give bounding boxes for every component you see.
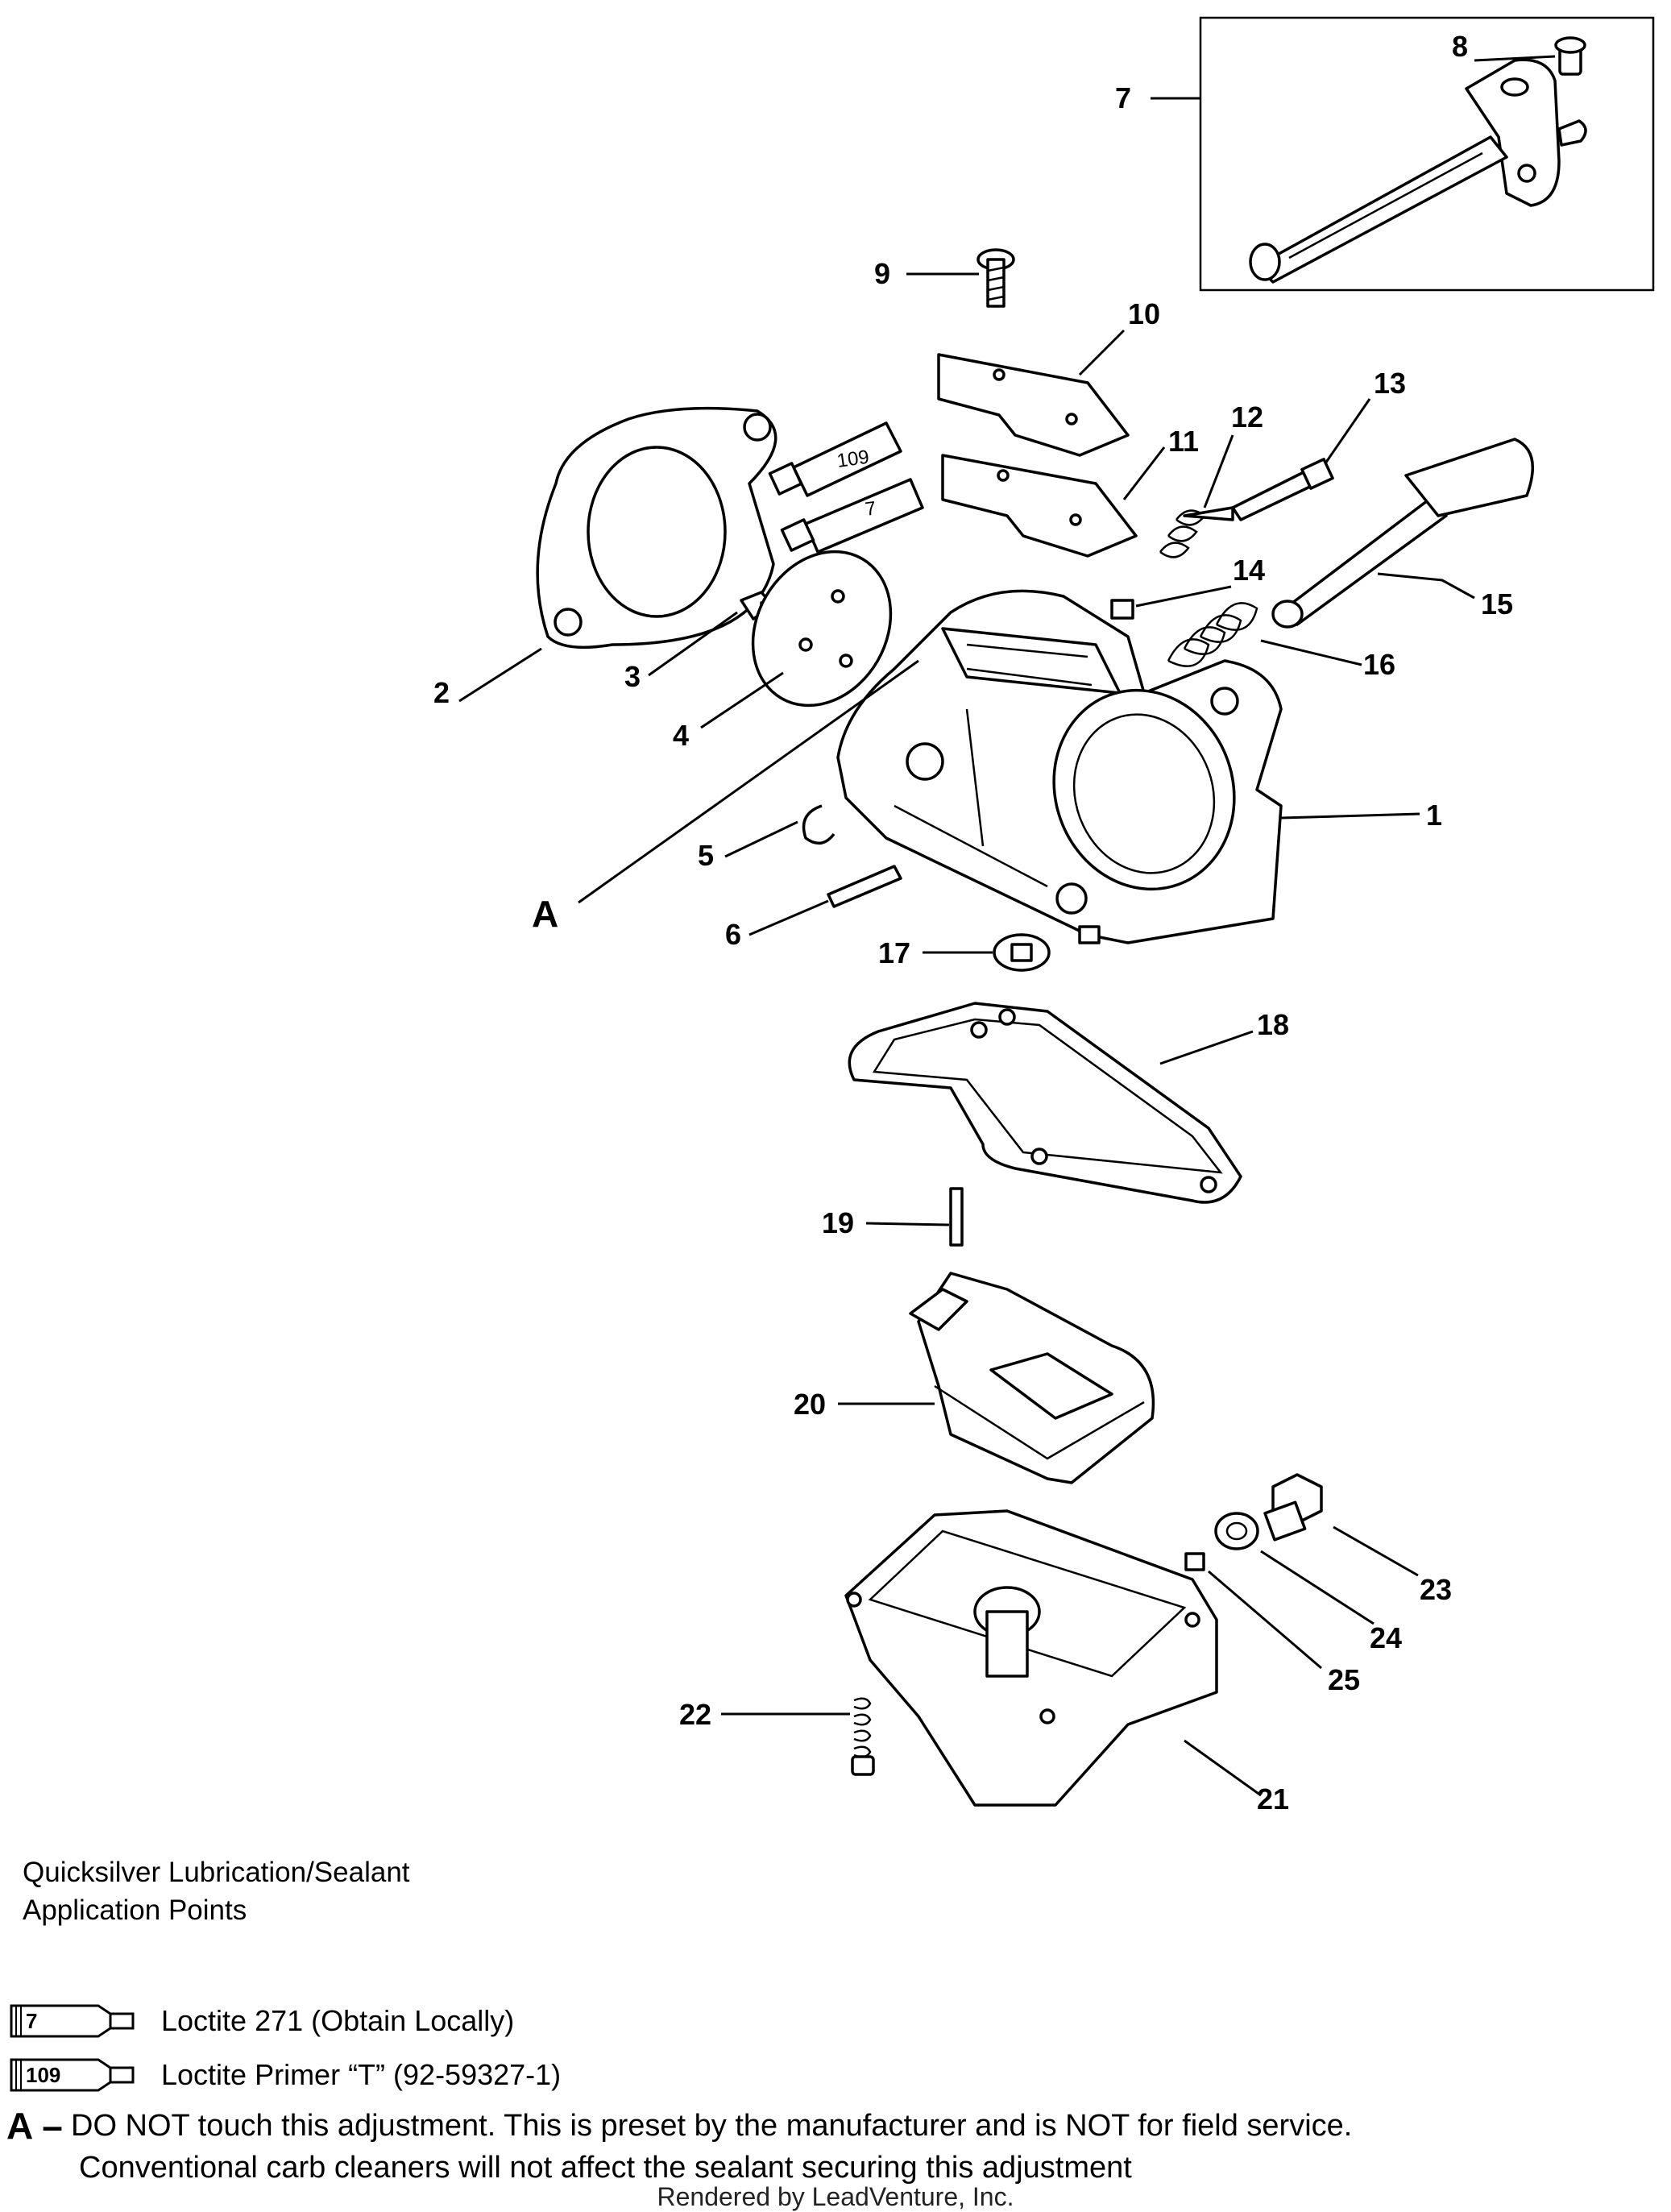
part-11-plate [941, 454, 1138, 558]
callout-10: 10 [1128, 297, 1160, 330]
part-5-clip [802, 804, 836, 845]
legend-item-109: 109 Loctite Primer “T” (92-59327-1) [10, 2051, 561, 2099]
callout-3: 3 [624, 660, 641, 693]
note-A: A – DO NOT touch this adjustment. This i… [6, 2105, 1650, 2189]
tube-code: 109 [26, 2063, 61, 2087]
callout-4: 4 [673, 719, 689, 752]
callout-A: A [532, 893, 558, 935]
legend-heading-line2: Application Points [23, 1895, 247, 1926]
part-16-spring [1167, 602, 1258, 667]
callout-1: 1 [1426, 799, 1442, 832]
legend-item-7: 7 Loctite 271 (Obtain Locally) [10, 1997, 514, 2045]
part-14-screw [1110, 599, 1134, 620]
part-19-pin [949, 1187, 964, 1247]
sealant-tube-7: 7 [780, 478, 924, 554]
callout-2: 2 [433, 676, 450, 709]
note-line2: Conventional carb cleaners will not affe… [79, 2151, 1132, 2185]
legend-text: Loctite Primer “T” (92-59327-1) [161, 2058, 562, 2091]
callout-8: 8 [1452, 30, 1468, 63]
callout-25: 25 [1328, 1663, 1360, 1696]
legend-heading: Quicksilver Lubrication/Sealant Applicat… [23, 1853, 410, 1929]
callout-9: 9 [874, 257, 890, 290]
callout-14: 14 [1233, 554, 1265, 587]
note-line1: DO NOT touch this adjustment. This is pr… [71, 2109, 1353, 2143]
callout-6: 6 [725, 918, 741, 951]
svg-text:109: 109 [836, 446, 870, 472]
part-21-float-bowl [844, 1509, 1218, 1807]
part-18-gasket [848, 1002, 1242, 1204]
part-9-screw [976, 248, 1015, 308]
part-17-washer [993, 933, 1051, 972]
part-6-pin [827, 865, 902, 908]
callout-23: 23 [1420, 1573, 1452, 1606]
callout-22: 22 [679, 1698, 711, 1731]
part-7-throttle-lever [1249, 58, 1587, 284]
callout-labels: 1 2 3 4 5 6 7 8 9 10 11 12 13 14 15 16 1… [433, 30, 1513, 1816]
part-23-plug [1263, 1473, 1323, 1542]
callout-17: 17 [878, 936, 910, 969]
part-2-gasket [536, 406, 777, 649]
part-15-shaft [1271, 438, 1534, 629]
inset-box-part-7 [1199, 16, 1655, 292]
part-13-needle [1183, 458, 1334, 521]
part-22-spring [851, 1697, 875, 1776]
callout-20: 20 [794, 1388, 826, 1421]
tube-code: 7 [26, 2009, 38, 2033]
callout-18: 18 [1257, 1008, 1289, 1041]
callout-15: 15 [1481, 587, 1513, 620]
tube-icon: 7 [10, 2002, 139, 2040]
callout-24: 24 [1370, 1621, 1402, 1654]
legend-heading-line1: Quicksilver Lubrication/Sealant [23, 1857, 410, 1888]
legend-text: Loctite 271 (Obtain Locally) [161, 2004, 515, 2037]
callout-13: 13 [1374, 367, 1406, 400]
callout-7: 7 [1115, 81, 1131, 114]
part-10-plate [937, 353, 1130, 457]
part-4-disc [751, 550, 893, 708]
footer-credit: Rendered by LeadVenture, Inc. [657, 2182, 1014, 2211]
svg-text:7: 7 [864, 497, 877, 521]
callout-5: 5 [698, 839, 714, 872]
tube-icon: 109 [10, 2056, 139, 2094]
part-20-float [909, 1272, 1155, 1484]
callout-21: 21 [1257, 1782, 1289, 1816]
part-25-screw [1184, 1552, 1205, 1571]
callout-19: 19 [822, 1206, 854, 1239]
note-letter: A – [6, 2105, 63, 2147]
part-8-screw [1554, 36, 1586, 76]
part-24-washer [1214, 1512, 1259, 1550]
sealant-tube-109: 109 [768, 421, 902, 497]
callout-12: 12 [1231, 400, 1263, 434]
part-1-carburetor-body [836, 589, 1283, 944]
callout-11: 11 [1168, 425, 1199, 458]
callout-16: 16 [1363, 648, 1395, 681]
leader-lines [458, 55, 1556, 1797]
